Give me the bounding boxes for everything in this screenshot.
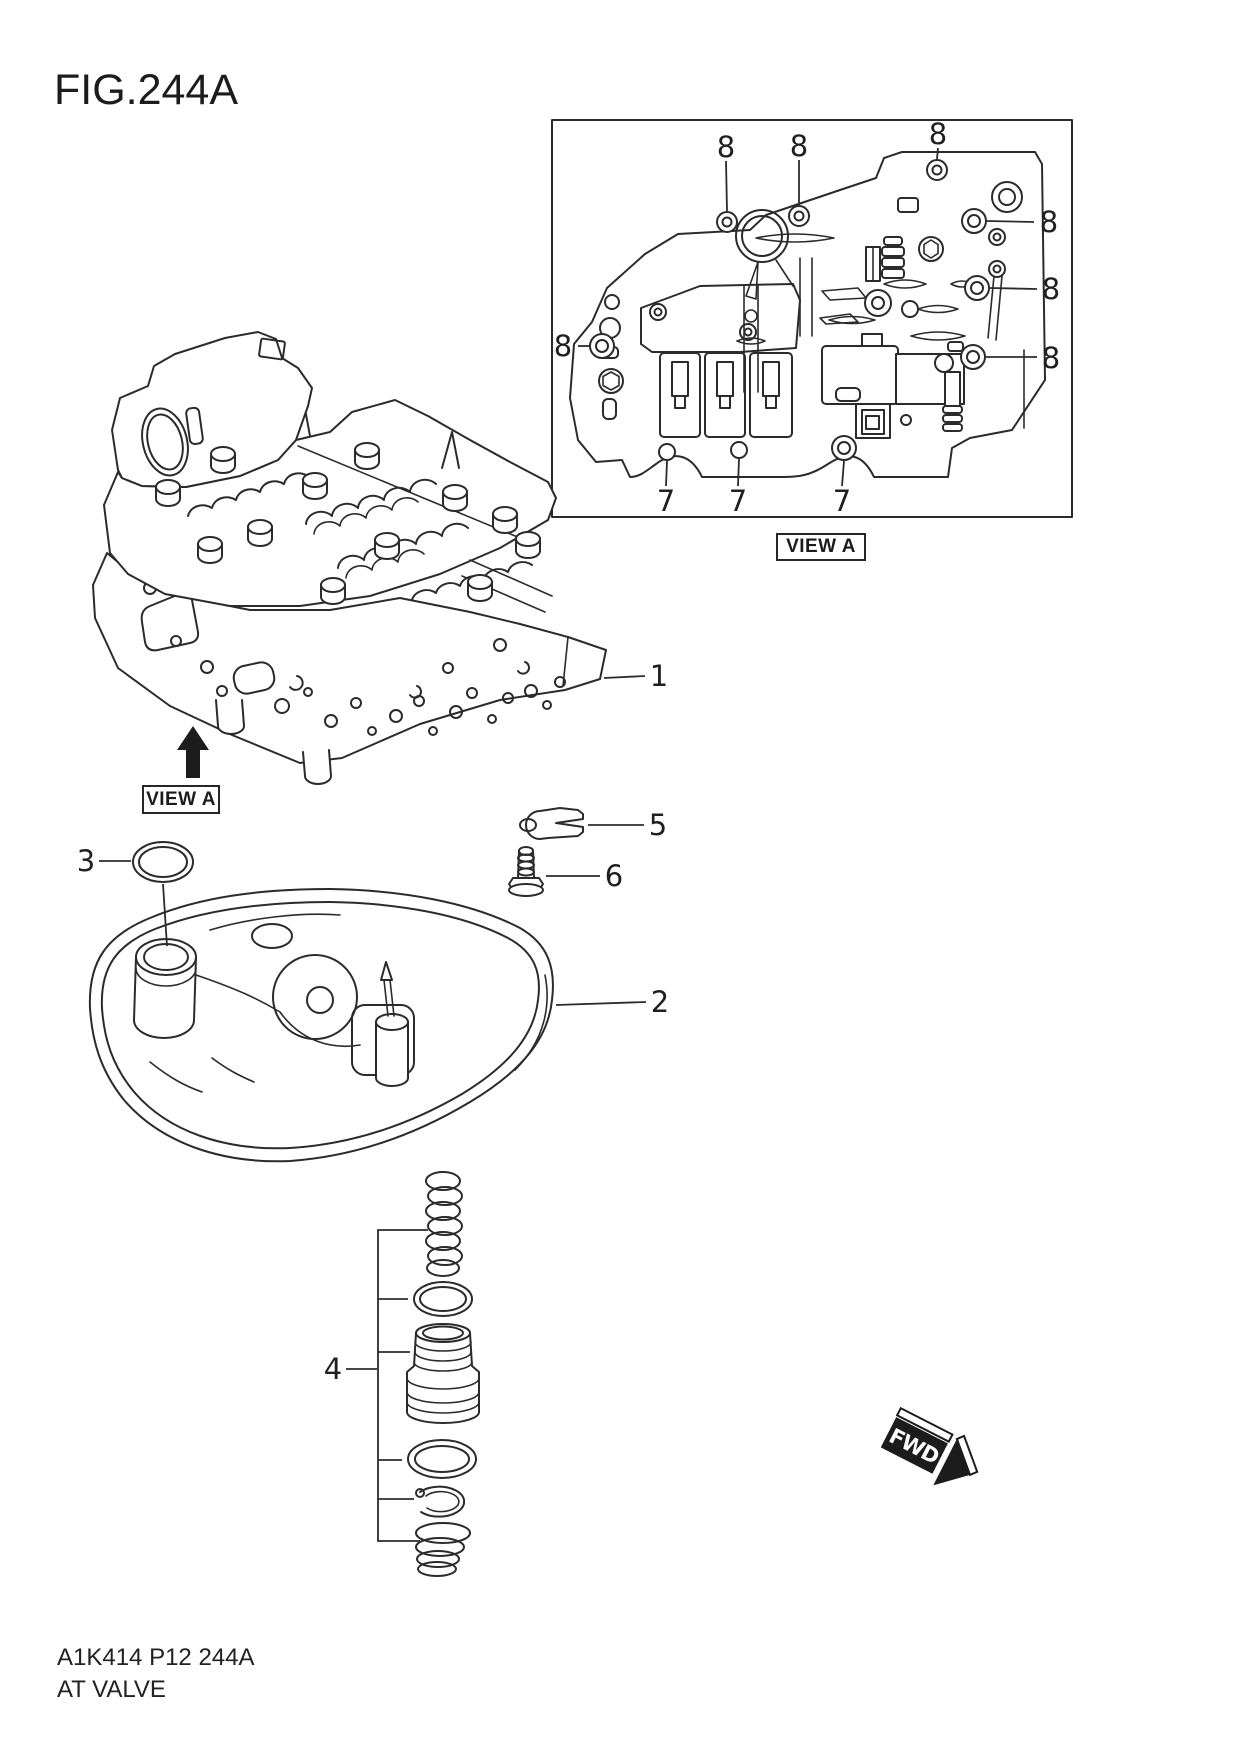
inset-solenoids: [659, 352, 793, 438]
leader-line: [665, 460, 668, 487]
figure-title: FIG.244A: [54, 66, 239, 114]
main-valve-body-drawing: [92, 331, 607, 785]
callout-8: 8: [717, 130, 735, 164]
leader-line: [725, 160, 728, 212]
callout-2: 2: [651, 985, 669, 1019]
callout-8: 8: [790, 129, 808, 163]
leader-line: [737, 458, 740, 487]
leader-line: [986, 220, 1035, 223]
callout-3: 3: [77, 844, 95, 878]
callout-5: 5: [649, 808, 667, 842]
clip-5: [519, 807, 584, 840]
callout-8: 8: [554, 329, 572, 363]
leader-line: [989, 287, 1038, 290]
valve-kit-4: [377, 1171, 480, 1577]
footer-part-name: AT VALVE: [57, 1676, 166, 1703]
leader-line: [603, 675, 646, 679]
callout-8: 8: [929, 117, 947, 151]
callout-8: 8: [1042, 341, 1060, 375]
callout-layer: 8 8 8 8 8 8 8 7 7 7 1 2 3 56 4: [77, 117, 1060, 1386]
callout-7: 7: [833, 484, 851, 518]
view-direction-arrow: [177, 726, 209, 778]
spring-top: [425, 1171, 463, 1277]
spring-bottom: [415, 1522, 471, 1577]
bolt-6: [508, 846, 544, 897]
leader-line: [936, 147, 939, 160]
footer-part-code: A1K414 P12 244A: [57, 1644, 255, 1671]
callout-7: 7: [729, 484, 747, 518]
callout-8: 8: [1040, 205, 1058, 239]
inset-view-a: [551, 119, 1073, 518]
callout-7: 7: [657, 484, 675, 518]
o-ring-3: [132, 841, 194, 883]
oil-filter-drawing: [88, 883, 554, 1163]
view-a-label-inset: VIEW A: [776, 533, 866, 561]
view-a-label-main: VIEW A: [142, 785, 220, 814]
callout-1: 1: [650, 659, 668, 693]
callout-4: 4: [324, 1352, 342, 1386]
callout-6: 6: [605, 859, 623, 893]
fwd-arrow: FWD: [880, 1406, 979, 1486]
leader-line: [841, 460, 845, 487]
callout-8: 8: [1042, 272, 1060, 306]
leader-line: [555, 1001, 647, 1006]
